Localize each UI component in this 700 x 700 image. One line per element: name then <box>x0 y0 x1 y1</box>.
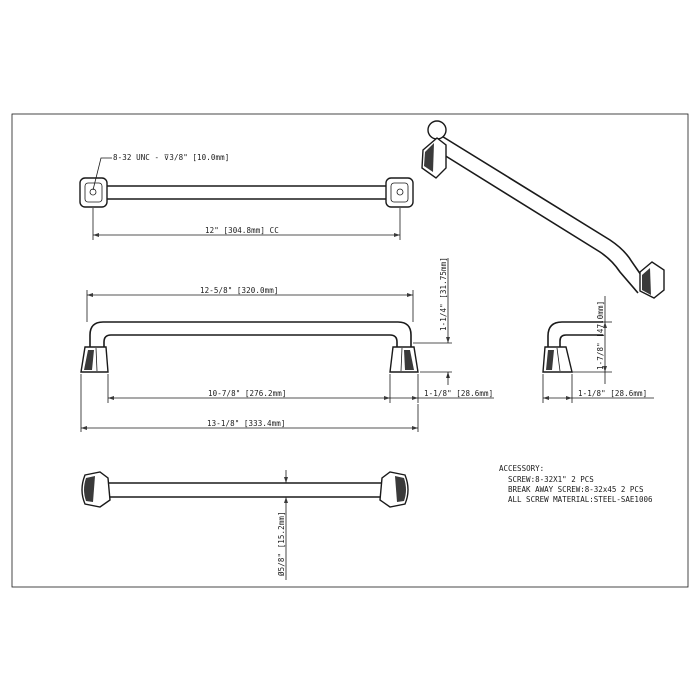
front-view: 12-5/8" [320.0mm] 1-1/4" [31.75mm] 10-7/… <box>80 257 494 432</box>
overall-length-label: 13-1/8" [333.4mm] <box>207 419 285 428</box>
left-post-top <box>79 177 108 208</box>
bottom-view: Ø5/8" [15.2mm] <box>81 470 409 580</box>
height-front-label: 1-1/4" [31.75mm] <box>439 257 448 331</box>
right-post-front <box>389 346 419 373</box>
diameter-label: Ø5/8" [15.2mm] <box>277 511 286 576</box>
right-post-top <box>385 177 414 208</box>
accessory-note: ACCESSORY: SCREW:8-32X1" 2 PCS BREAK AWA… <box>499 464 653 504</box>
height-side-label: 1-7/8" [47.0mm] <box>596 301 605 370</box>
top-view: 8-32 UNC - ⊽3/8" [10.0mm] 12" [304.8mm] … <box>79 153 414 240</box>
drawing-border <box>11 113 689 588</box>
isometric-view <box>421 120 665 299</box>
accessory-line-1: SCREW:8-32X1" 2 PCS <box>508 475 594 484</box>
cc-dimension-label: 12" [304.8mm] CC <box>205 226 279 235</box>
accessory-line-3: ALL SCREW MATERIAL:STEEL-SAE1006 <box>508 495 653 504</box>
screw-hole-callout: 8-32 UNC - ⊽3/8" [10.0mm] <box>113 153 229 162</box>
foot-width-side-label: 1-1/8" [28.6mm] <box>578 389 647 398</box>
accessory-line-2: BREAK AWAY SCREW:8-32x45 2 PCS <box>508 485 644 494</box>
screw-leader <box>92 157 112 191</box>
accessory-title: ACCESSORY: <box>499 464 544 473</box>
side-view: 1-7/8" [47.0mm] 1-1/8" [28.6mm] <box>542 296 654 403</box>
inner-length-label: 10-7/8" [276.2mm] <box>208 389 286 398</box>
overall-top-label: 12-5/8" [320.0mm] <box>200 286 278 295</box>
foot-width-label: 1-1/8" [28.6mm] <box>424 389 493 398</box>
iso-bend-left <box>427 120 447 140</box>
